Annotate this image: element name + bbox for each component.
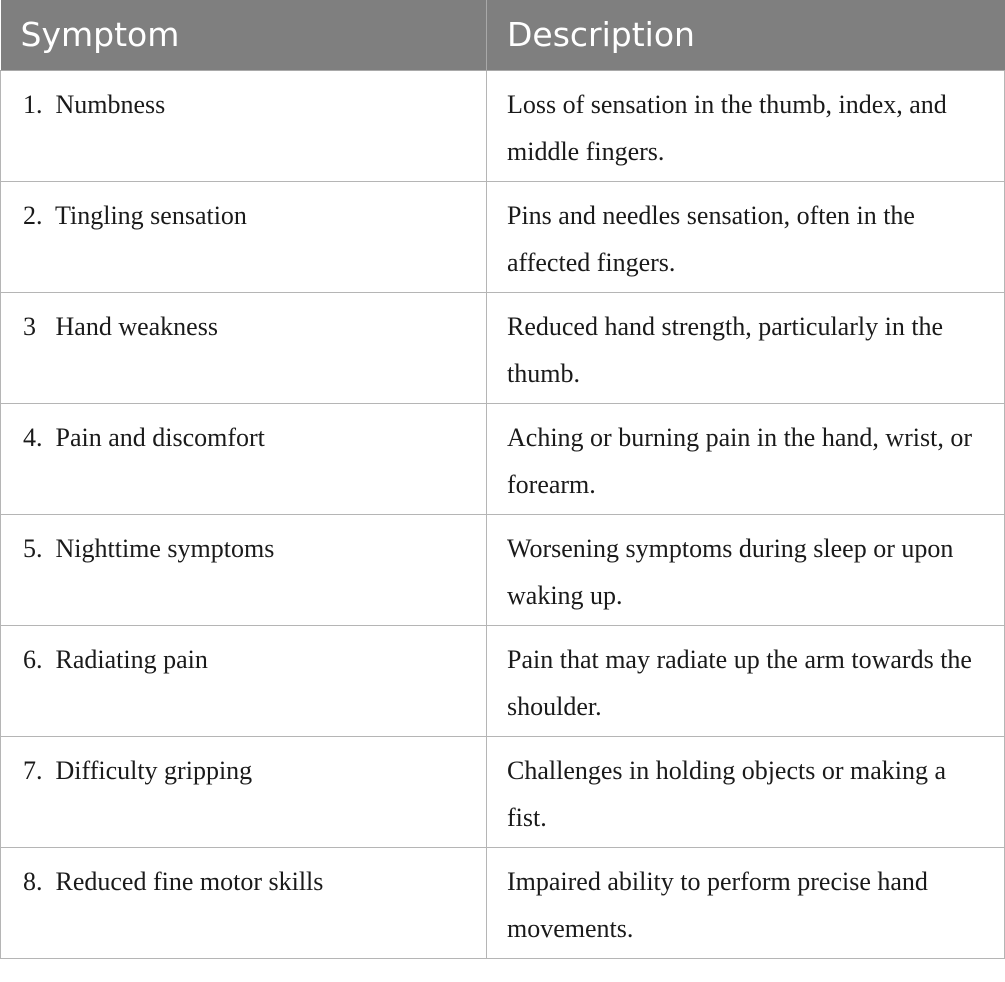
header-symptom: Symptom	[0, 0, 487, 71]
description-cell: Pain that may radiate up the arm towards…	[486, 624, 1005, 737]
symptom-cell: 2. Tingling sensation	[0, 180, 487, 293]
description-cell: Worsening symptoms during sleep or upon …	[486, 513, 1005, 626]
symptoms-table-container: Symptom Description 1. Numbness Loss of …	[0, 0, 1005, 959]
header-row: Symptom Description	[0, 0, 1005, 71]
table-row: 7. Difficulty gripping Challenges in hol…	[0, 735, 1005, 848]
symptoms-table: Symptom Description 1. Numbness Loss of …	[0, 0, 1005, 959]
table-row: 5. Nighttime symptoms Worsening symptoms…	[0, 513, 1005, 626]
description-cell: Aching or burning pain in the hand, wris…	[486, 402, 1005, 515]
header-description: Description	[486, 0, 1005, 71]
table-row: 4. Pain and discomfort Aching or burning…	[0, 402, 1005, 515]
description-cell: Reduced hand strength, particularly in t…	[486, 291, 1005, 404]
table-row: 3 Hand weakness Reduced hand strength, p…	[0, 291, 1005, 404]
symptom-cell: 6. Radiating pain	[0, 624, 487, 737]
description-cell: Challenges in holding objects or making …	[486, 735, 1005, 848]
symptom-cell: 5. Nighttime symptoms	[0, 513, 487, 626]
table-header: Symptom Description	[0, 0, 1005, 71]
description-cell: Impaired ability to perform precise hand…	[486, 846, 1005, 959]
symptom-cell: 1. Numbness	[0, 69, 487, 182]
table-row: 8. Reduced fine motor skills Impaired ab…	[0, 846, 1005, 959]
symptom-cell: 7. Difficulty gripping	[0, 735, 487, 848]
table-row: 1. Numbness Loss of sensation in the thu…	[0, 69, 1005, 182]
description-cell: Loss of sensation in the thumb, index, a…	[486, 69, 1005, 182]
table-row: 6. Radiating pain Pain that may radiate …	[0, 624, 1005, 737]
symptom-cell: 8. Reduced fine motor skills	[0, 846, 487, 959]
table-body: 1. Numbness Loss of sensation in the thu…	[0, 69, 1005, 959]
table-row: 2. Tingling sensation Pins and needles s…	[0, 180, 1005, 293]
symptom-cell: 3 Hand weakness	[0, 291, 487, 404]
description-cell: Pins and needles sensation, often in the…	[486, 180, 1005, 293]
symptom-cell: 4. Pain and discomfort	[0, 402, 487, 515]
